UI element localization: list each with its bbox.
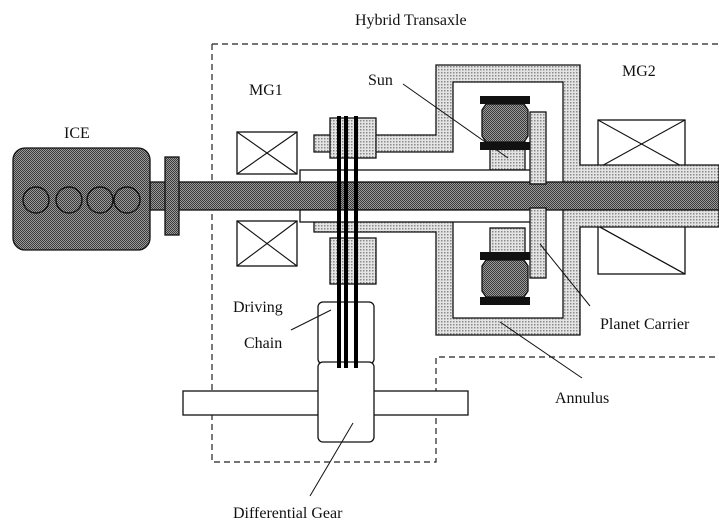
sun-label: Sun [368, 72, 393, 89]
planet-carrier-label: Planet Carrier [600, 316, 690, 333]
mg1-motor [236, 131, 298, 267]
differential-gear-label: Differential Gear [233, 505, 343, 522]
sun-gear-lower [489, 227, 526, 255]
sun-sleeve-upper [299, 169, 541, 183]
annulus-label: Annulus [555, 390, 609, 407]
differential-gear-leader-line [309, 422, 354, 497]
planet-carrier [529, 111, 547, 279]
engine-flange [164, 156, 180, 236]
sprocket-upper [329, 117, 377, 159]
ice-engine [12, 147, 151, 251]
driving-label: Driving [233, 299, 283, 316]
annulus-leader-line [499, 321, 583, 379]
driving-chain [337, 116, 358, 368]
sun-sleeve-lower [299, 209, 541, 223]
planet-pinion-upper [480, 96, 530, 150]
mg2-motor [597, 119, 686, 275]
sprocket-lower [329, 237, 377, 285]
mg1-label: MG1 [249, 82, 283, 99]
mg2-label: MG2 [622, 63, 656, 80]
main-shaft [149, 181, 719, 211]
title-label: Hybrid Transaxle [355, 12, 467, 29]
ice-label: ICE [64, 125, 90, 142]
differential-gear-box [317, 361, 375, 443]
chain-leader-line [290, 309, 332, 331]
planet-carrier-leader-line [539, 243, 591, 307]
transaxle-housing-outline [211, 43, 719, 463]
sun-leader-line [402, 83, 509, 159]
chain-label: Chain [244, 335, 282, 352]
planet-pinion-lower [480, 252, 530, 305]
